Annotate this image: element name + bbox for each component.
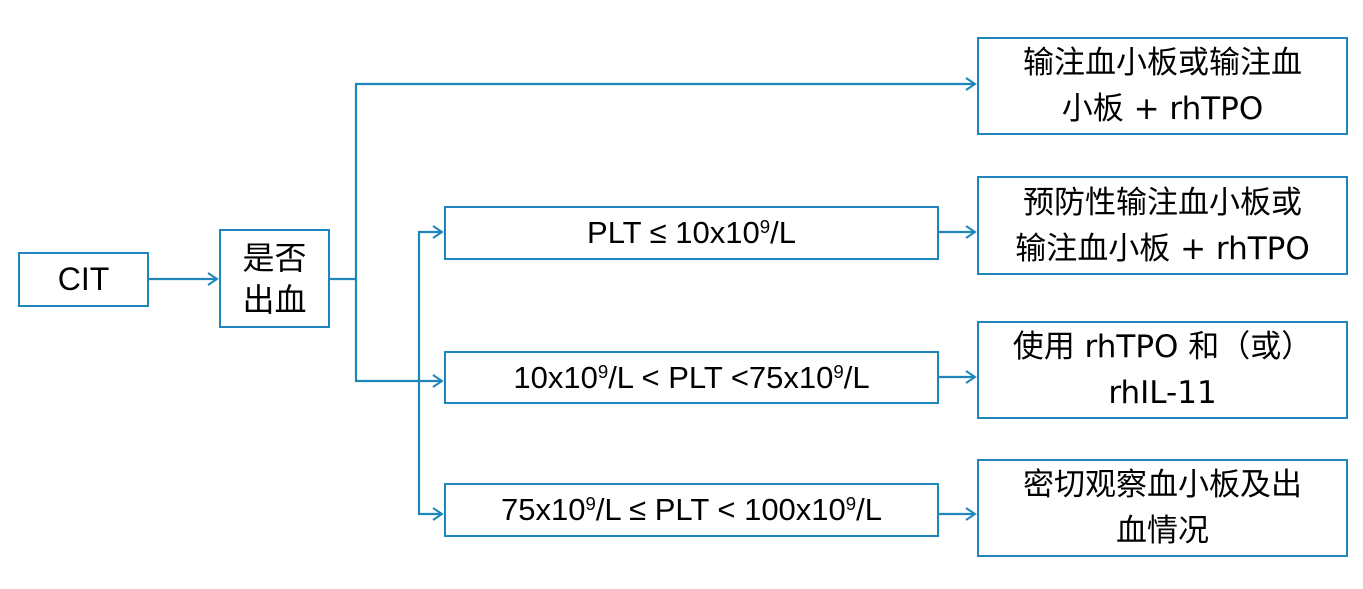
result-node-observe: 密切观察血小板及出 血情况	[977, 459, 1348, 557]
condition-node-plt-le-10: PLT ≤ 10x109/L	[444, 206, 939, 260]
result-1-line-2: 小板 + rhTPO	[1061, 91, 1264, 127]
result-node-transfusion: 输注血小板或输注血 小板 + rhTPO	[977, 37, 1348, 135]
result-4-line-2: 血情况	[1116, 513, 1209, 549]
condition-3-part: /L	[856, 492, 882, 527]
condition-3-text: 75x109/L ≤ PLT < 100x109/L	[501, 492, 882, 528]
condition-2-exponent: 9	[833, 360, 844, 382]
condition-2-part: /L < PLT <75x10	[608, 359, 834, 395]
condition-1-text: PLT ≤ 10x109/L	[587, 215, 796, 251]
start-node-cit: CIT	[18, 252, 149, 307]
condition-3-part: 75x10	[501, 492, 586, 527]
condition-3-part: /L ≤ PLT < 100x10	[595, 492, 846, 527]
result-1-line-1: 输注血小板或输注血	[1023, 45, 1302, 81]
condition-node-plt-10-to-75: 10x109/L < PLT <75x109/L	[444, 351, 939, 404]
condition-2-text: 10x109/L < PLT <75x109/L	[513, 360, 869, 396]
condition-1-exponent: 9	[759, 215, 771, 237]
start-node-label: CIT	[57, 261, 110, 297]
condition-3-exponent: 9	[845, 492, 857, 514]
condition-2-exponent: 9	[597, 360, 609, 382]
result-node-prophylactic-transfusion: 预防性输注血小板或 输注血小板 + rhTPO	[977, 176, 1348, 275]
condition-2-part: /L	[843, 359, 870, 395]
condition-3-exponent: 9	[585, 492, 596, 514]
decision-line-1: 是否	[242, 238, 307, 277]
result-2-line-1: 预防性输注血小板或	[1023, 184, 1302, 221]
decision-node-bleeding: 是否 出血	[219, 229, 330, 328]
result-2-line-2: 输注血小板 + rhTPO	[1015, 230, 1310, 267]
result-4-line-1: 密切观察血小板及出	[1023, 467, 1302, 503]
result-node-rhtpo-rhil11: 使用 rhTPO 和（或） rhIL-11	[977, 321, 1348, 419]
result-3-line-2: rhIL-11	[1108, 375, 1217, 411]
condition-2-part: 10x10	[513, 359, 598, 395]
decision-line-2: 出血	[242, 280, 307, 319]
condition-1-part: /L	[770, 215, 796, 250]
condition-node-plt-75-to-100: 75x109/L ≤ PLT < 100x109/L	[444, 483, 939, 537]
condition-1-part: PLT ≤ 10x10	[587, 215, 760, 250]
result-3-line-1: 使用 rhTPO 和（或）	[1012, 329, 1313, 365]
